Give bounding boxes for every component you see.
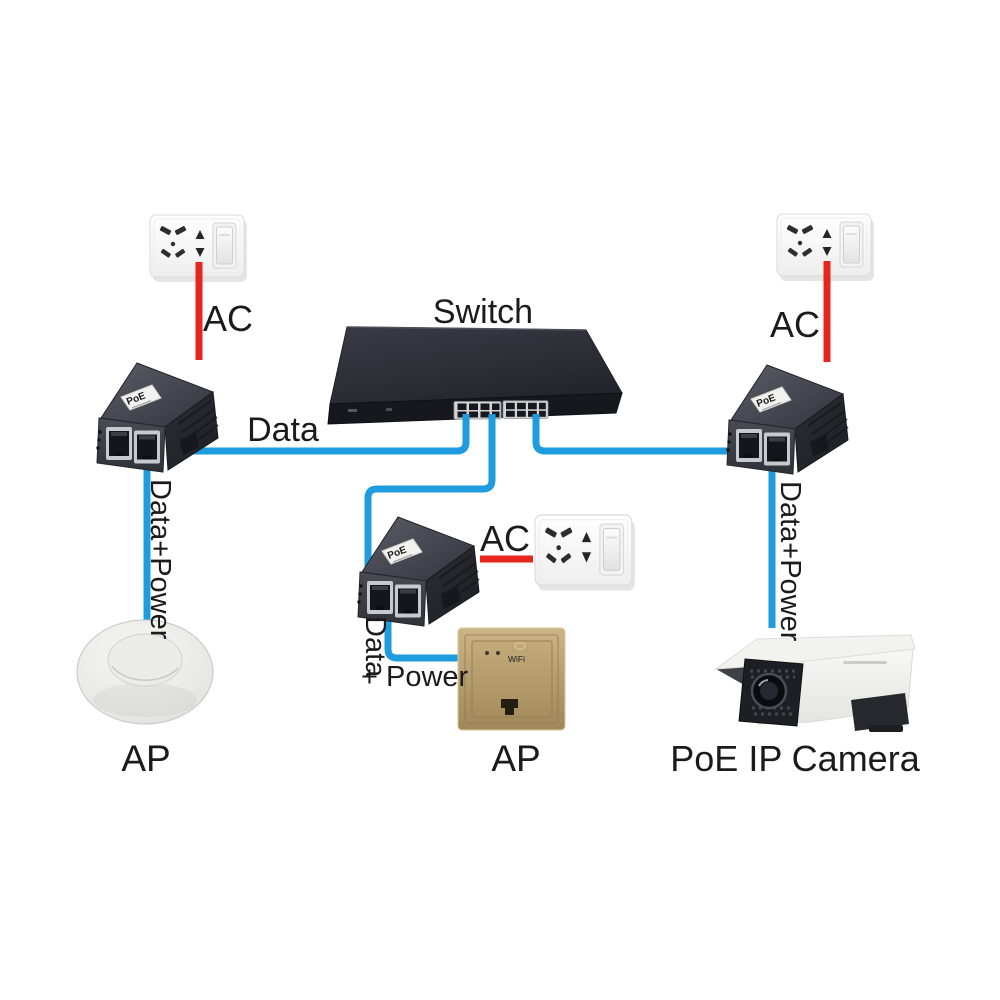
ac-label-top-right: AC xyxy=(770,304,820,345)
data-line-switch-to-right-injector xyxy=(532,414,734,455)
switch-front-logo xyxy=(348,409,357,412)
poe-injector-middle xyxy=(356,516,480,627)
data-label-middle-vertical: Data xyxy=(359,616,391,678)
ac-label-top-left: AC xyxy=(203,298,253,339)
data-label: Data xyxy=(247,411,319,449)
data-power-label-right: Data+Power xyxy=(774,481,806,642)
data-line-switch-to-middle-injector xyxy=(364,414,496,574)
in-wall-access-point: WiFi xyxy=(457,627,566,731)
poe-ip-camera xyxy=(714,634,916,732)
ac-wall-outlet-middle xyxy=(534,514,636,592)
poe-ip-camera-label: PoE IP Camera xyxy=(670,738,920,779)
power-label-middle: + Power xyxy=(361,661,469,693)
ac-label-middle: AC xyxy=(480,518,530,559)
poe-injector-left xyxy=(95,362,219,473)
wall-ap-wifi-text: WiFi xyxy=(508,654,525,664)
ceiling-ap-dome xyxy=(107,633,183,687)
switch-port-group-right xyxy=(502,400,549,419)
poe-injector-right xyxy=(725,364,849,475)
camera-model-print xyxy=(843,661,887,664)
wall-ap-face xyxy=(471,640,553,718)
ap-label-middle: AP xyxy=(491,738,540,779)
camera-bracket xyxy=(851,693,909,731)
wall-ap-logo xyxy=(514,642,526,650)
wall-ap-led xyxy=(485,651,489,655)
ap-label-left: AP xyxy=(121,738,170,779)
ceiling-access-point xyxy=(76,619,214,725)
data-power-line-middle-wall-ap xyxy=(384,596,462,662)
data-power-label-left: Data+Power xyxy=(144,479,176,640)
switch-top-face xyxy=(329,326,623,405)
wall-ap-rj45-jack xyxy=(501,699,518,715)
switch-label: Switch xyxy=(433,293,533,331)
wall-ap-led xyxy=(496,651,500,655)
data-line-left-injector-to-switch xyxy=(186,414,470,455)
ethernet-switch xyxy=(327,326,623,425)
